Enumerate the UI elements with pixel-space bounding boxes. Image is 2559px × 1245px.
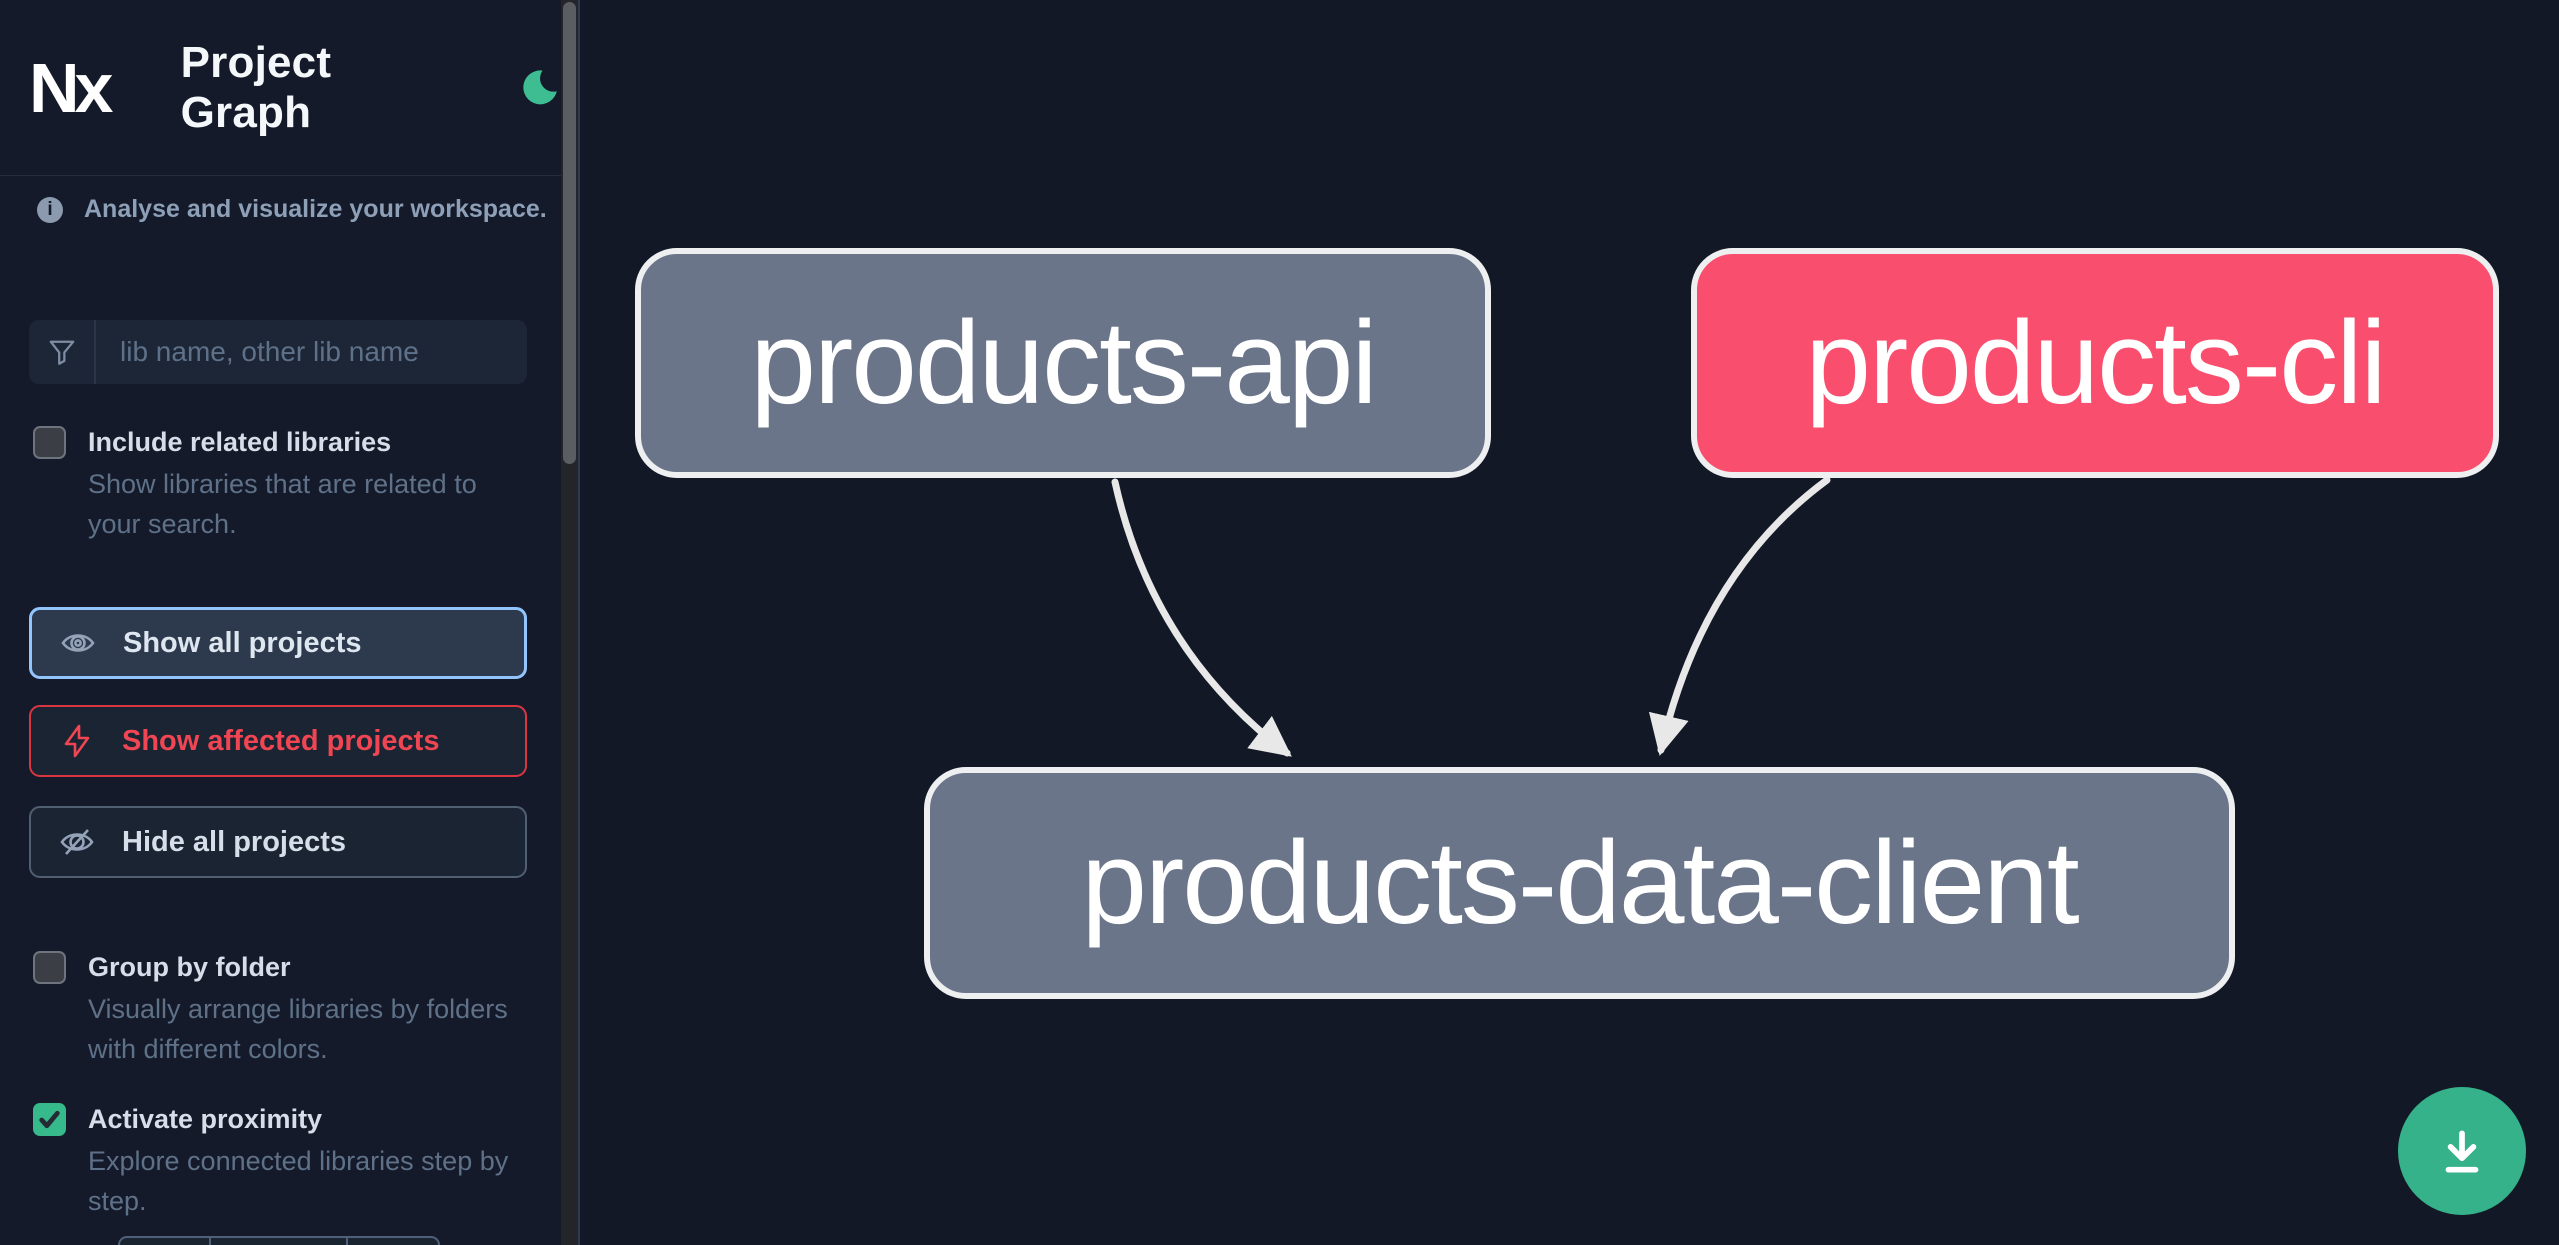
lightning-icon bbox=[64, 724, 90, 758]
option-label: Include related libraries bbox=[88, 427, 392, 457]
hide-all-projects-button[interactable]: Hide all projects bbox=[29, 806, 527, 878]
option-activate-proximity: Activate proximity Explore connected lib… bbox=[33, 1101, 511, 1221]
stepper-cell[interactable] bbox=[120, 1238, 211, 1245]
node-products-data-client[interactable]: products-data-client bbox=[924, 767, 2235, 999]
download-image-button[interactable] bbox=[2398, 1087, 2526, 1215]
option-description: Explore connected libraries step by step… bbox=[88, 1146, 509, 1216]
checkmark-icon bbox=[39, 1110, 60, 1129]
option-group-by-folder: Group by folder Visually arrange librari… bbox=[33, 949, 511, 1069]
option-label: Group by folder bbox=[88, 952, 291, 982]
sidebar-header: Nx Project Graph bbox=[0, 0, 561, 176]
node-products-api[interactable]: products-api bbox=[635, 248, 1491, 478]
search-input[interactable] bbox=[96, 320, 527, 384]
edge-cli-to-data-client bbox=[1648, 476, 1831, 756]
info-icon: i bbox=[37, 196, 63, 223]
theme-toggle-button[interactable] bbox=[516, 65, 561, 111]
edge-api-to-data-client bbox=[1111, 478, 1292, 757]
button-label: Show affected projects bbox=[122, 724, 440, 757]
node-label: products-cli bbox=[1805, 297, 2386, 429]
stepper-cell[interactable] bbox=[348, 1238, 438, 1245]
option-label: Activate proximity bbox=[88, 1104, 323, 1134]
funnel-icon bbox=[29, 320, 96, 384]
activate-proximity-checkbox[interactable] bbox=[33, 1103, 66, 1136]
sidebar-scrollbar[interactable] bbox=[561, 0, 578, 1245]
eye-icon bbox=[61, 634, 95, 652]
option-description: Visually arrange libraries by folders wi… bbox=[88, 994, 508, 1064]
graph-canvas[interactable]: products-api products-cli products-data-… bbox=[578, 0, 2559, 1245]
stepper-cell[interactable] bbox=[211, 1238, 348, 1245]
moon-icon bbox=[523, 69, 558, 104]
nx-logo: Nx bbox=[29, 48, 113, 127]
include-related-checkbox[interactable] bbox=[33, 426, 66, 459]
project-actions: Show all projects Show affected projects… bbox=[29, 607, 527, 878]
workspace-tagline: i Analyse and visualize your workspace. bbox=[37, 195, 547, 224]
dependency-edges bbox=[1111, 476, 1831, 757]
download-icon bbox=[2445, 1130, 2479, 1173]
tagline-text: Analyse and visualize your workspace. bbox=[84, 195, 547, 223]
scrollbar-thumb[interactable] bbox=[563, 2, 576, 464]
node-label: products-api bbox=[750, 297, 1377, 429]
node-products-cli[interactable]: products-cli bbox=[1691, 248, 2499, 478]
eye-off-icon bbox=[60, 829, 94, 855]
page-title: Project Graph bbox=[180, 37, 332, 137]
proximity-stepper[interactable] bbox=[118, 1236, 440, 1245]
node-label: products-data-client bbox=[1081, 817, 2079, 949]
option-description: Show libraries that are related to your … bbox=[88, 469, 477, 539]
show-affected-projects-button[interactable]: Show affected projects bbox=[29, 705, 527, 777]
group-by-folder-checkbox[interactable] bbox=[33, 951, 66, 984]
library-search bbox=[29, 320, 527, 384]
show-all-projects-button[interactable]: Show all projects bbox=[29, 607, 527, 679]
option-include-related: Include related libraries Show libraries… bbox=[33, 424, 511, 544]
button-label: Hide all projects bbox=[122, 825, 347, 858]
button-label: Show all projects bbox=[123, 626, 362, 659]
sidebar: Nx Project Graph i Analyse and visualize… bbox=[0, 0, 561, 1245]
